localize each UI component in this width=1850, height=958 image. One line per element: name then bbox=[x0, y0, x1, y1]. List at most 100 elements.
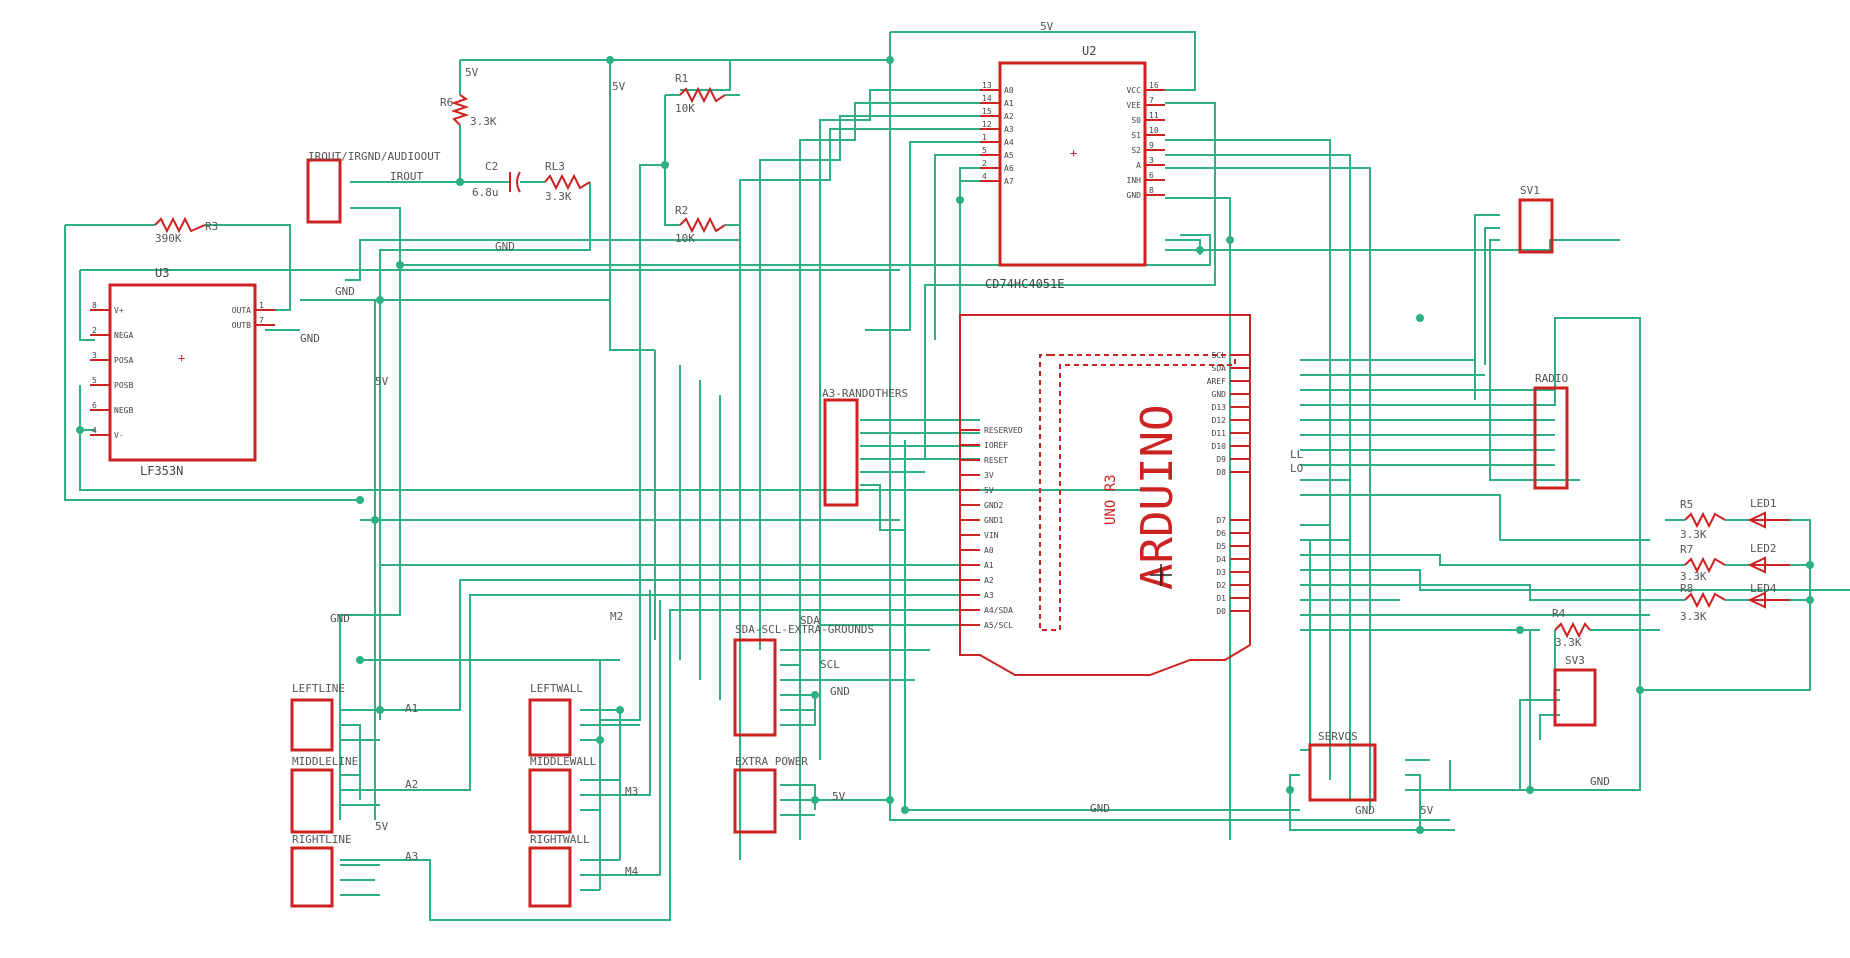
u2-pin-name: A1 bbox=[1004, 99, 1014, 108]
u3-pin-name: POSA bbox=[114, 356, 133, 365]
header-leftline[interactable]: LEFTLINE A1 bbox=[290, 682, 418, 752]
arduino-pin-name: D3 bbox=[1216, 568, 1226, 577]
net-5v-top: 5V bbox=[1040, 20, 1054, 33]
led-2[interactable]: LED2 bbox=[1747, 542, 1790, 574]
resistor-r3[interactable]: R3 390K bbox=[154, 216, 218, 245]
net-gnd-bottom: GND bbox=[1090, 802, 1110, 815]
net-m3: M3 bbox=[625, 785, 638, 798]
header-rightwall[interactable]: RIGHTWALL M4 bbox=[528, 833, 639, 908]
resistor-r1[interactable]: R1 10K bbox=[675, 72, 726, 115]
u2-pin-name: INH bbox=[1127, 176, 1142, 185]
u2-pin-number: 10 bbox=[1149, 126, 1159, 135]
arduino-pin-name: D6 bbox=[1216, 529, 1226, 538]
header-rightline-label: RIGHTLINE bbox=[292, 833, 352, 846]
u2-pin-name: S0 bbox=[1131, 116, 1141, 125]
arduino-pin-name: D8 bbox=[1216, 468, 1226, 477]
c2-label: C2 bbox=[485, 160, 498, 173]
u2-pin-number: 9 bbox=[1149, 141, 1154, 150]
r8-label: R8 bbox=[1680, 582, 1693, 595]
arduino-pin-name: SDA bbox=[1212, 364, 1227, 373]
u2-pin-name: A5 bbox=[1004, 151, 1014, 160]
net-irout: IROUT bbox=[390, 170, 423, 183]
r6-label: R6 bbox=[440, 96, 453, 109]
arduino-pin-name: 3V bbox=[984, 471, 994, 480]
led-4[interactable]: LED4 bbox=[1747, 582, 1790, 609]
net-gnd-left: GND bbox=[330, 612, 350, 625]
c2-value: 6.8u bbox=[472, 186, 499, 199]
header-sv3[interactable]: SV3 bbox=[1553, 654, 1597, 727]
u2-pin-name: A6 bbox=[1004, 164, 1014, 173]
header-rightwall-label: RIGHTWALL bbox=[530, 833, 590, 846]
r4-label: R4 bbox=[1552, 607, 1566, 620]
header-servos-label: SERVOS bbox=[1318, 730, 1358, 743]
u2-pin-number: 7 bbox=[1149, 96, 1154, 105]
origin-marker: + bbox=[178, 351, 185, 365]
arduino-pin-name: A0 bbox=[984, 546, 994, 555]
u2-label: U2 bbox=[1082, 44, 1096, 58]
resistor-r2[interactable]: R2 10K bbox=[675, 204, 726, 245]
net-5v-left: 5V bbox=[375, 375, 389, 388]
u2-pin-number: 2 bbox=[982, 159, 987, 168]
r7-value: 3.3K bbox=[1680, 570, 1707, 583]
header-sv1-label: SV1 bbox=[1520, 184, 1540, 197]
u3-pin-name: V+ bbox=[114, 306, 124, 315]
net-gnd-u3: GND bbox=[335, 285, 355, 298]
header-sda-scl[interactable]: SDA-SCL-EXTRA-GROUNDS SDA SCL GND bbox=[733, 614, 874, 737]
header-servos[interactable]: SERVOS GND 5V bbox=[1308, 730, 1434, 817]
header-radio[interactable]: RADIO bbox=[1533, 372, 1569, 490]
resistor-r7[interactable]: R7 3.3K bbox=[1680, 543, 1726, 583]
u2-pin-number: 4 bbox=[982, 172, 987, 181]
led2-label: LED2 bbox=[1750, 542, 1777, 555]
u3-pin-number: 2 bbox=[92, 326, 97, 335]
header-middlewall[interactable]: MIDDLEWALL M3 bbox=[528, 755, 638, 834]
net-lo: LO bbox=[1290, 462, 1303, 475]
arduino-pin-name: GND bbox=[1212, 390, 1227, 399]
arduino-pin-name: A2 bbox=[984, 576, 994, 585]
net-gnd-servos: GND bbox=[1355, 804, 1375, 817]
resistor-r4[interactable]: R4 3.3K bbox=[1552, 607, 1591, 649]
net-scl: SCL bbox=[820, 658, 840, 671]
resistor-r8[interactable]: R8 3.3K bbox=[1680, 582, 1726, 623]
u3-pin-number: 6 bbox=[92, 401, 97, 410]
net-m4: M4 bbox=[625, 865, 639, 878]
arduino-uno[interactable]: RESERVEDIOREFRESET3V5VGND2GND1VINA0A1A2A… bbox=[959, 314, 1251, 676]
arduino-model: UNO R3 bbox=[1103, 474, 1119, 525]
arduino-pin-name: D11 bbox=[1212, 429, 1227, 438]
header-leftwall[interactable]: LEFTWALL M2 bbox=[528, 610, 623, 757]
u2-pin-name: S1 bbox=[1131, 131, 1141, 140]
u3-pin-name: NEGA bbox=[114, 331, 133, 340]
u2-pin-number: 5 bbox=[982, 146, 987, 155]
u3-label: U3 bbox=[155, 266, 169, 280]
header-middleline[interactable]: MIDDLELINE A2 bbox=[290, 755, 418, 834]
arduino-pin-name: IOREF bbox=[984, 441, 1008, 450]
u2-pin-number: 11 bbox=[1149, 111, 1159, 120]
u3-value: LF353N bbox=[140, 464, 183, 478]
header-randothers[interactable]: A3-RANDOTHERS bbox=[822, 387, 908, 507]
resistor-rl3[interactable]: RL3 3.3K bbox=[544, 160, 591, 203]
led-1[interactable]: LED1 bbox=[1747, 497, 1790, 529]
header-sv3-label: SV3 bbox=[1565, 654, 1585, 667]
arduino-pin-name: D9 bbox=[1216, 455, 1226, 464]
arduino-pin-name: RESET bbox=[984, 456, 1008, 465]
net-a3: A3 bbox=[405, 850, 418, 863]
u2-pin-name: S2 bbox=[1131, 146, 1141, 155]
capacitor-c2[interactable]: C2 6.8u bbox=[472, 160, 521, 199]
header-extra-power[interactable]: EXTRA POWER 5V bbox=[733, 755, 846, 834]
net-sda: SDA bbox=[800, 614, 820, 627]
net-5v-servos: 5V bbox=[1420, 804, 1434, 817]
resistor-r5[interactable]: R5 3.3K bbox=[1680, 498, 1726, 541]
rl3-value: 3.3K bbox=[545, 190, 572, 203]
arduino-pin-name: A5/SCL bbox=[984, 621, 1013, 630]
u2-pin-name: VEE bbox=[1127, 101, 1142, 110]
resistor-r6[interactable]: R6 3.3K 5V bbox=[440, 66, 497, 128]
header-rightline[interactable]: RIGHTLINE A3 5V bbox=[290, 820, 418, 908]
header-sv1[interactable]: SV1 bbox=[1518, 184, 1554, 254]
u2-pin-number: 15 bbox=[982, 107, 992, 116]
header-leftline-label: LEFTLINE bbox=[292, 682, 345, 695]
net-5v-mid: 5V bbox=[612, 80, 626, 93]
header-irout[interactable]: IROUT/IRGND/AUDIOOUT IROUT bbox=[306, 150, 441, 224]
u2-pin-number: 16 bbox=[1149, 81, 1159, 90]
u2-pin-name: A0 bbox=[1004, 86, 1014, 95]
